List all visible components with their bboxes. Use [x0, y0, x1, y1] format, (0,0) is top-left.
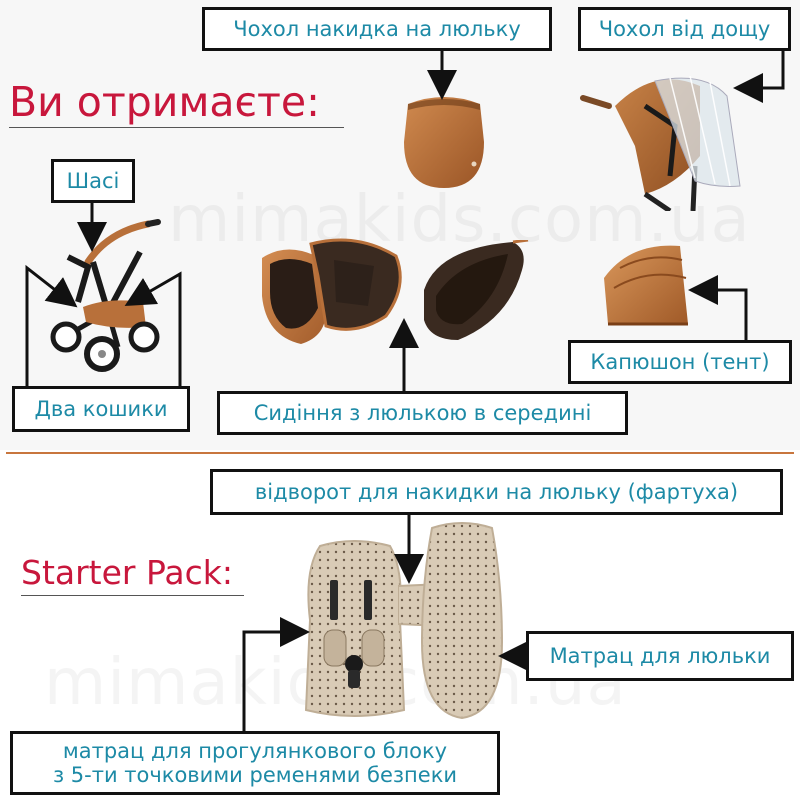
bottom-heading-underline: [21, 595, 244, 596]
label-chassis: Шасі: [51, 159, 135, 203]
label-stroller-mattress-line1: матрац для прогулянкового блоку: [62, 738, 448, 763]
top-heading-underline: [9, 127, 344, 128]
label-two-baskets: Два кошики: [12, 386, 190, 432]
label-stroller-mattress: матрац для прогулянкового блоку з 5-ти т…: [10, 731, 500, 795]
hood-icon: [604, 245, 688, 326]
stroller-chassis-icon: [50, 219, 161, 372]
watermark-top: mimakids.com.ua: [168, 183, 751, 257]
stroller-mattress-icon: [304, 540, 406, 717]
section-divider: [6, 452, 794, 454]
label-carrycot-cover: Чохол накидка на люльку: [202, 7, 552, 51]
label-apron-flap: відворот для накидки на люльку (фартуха): [210, 469, 783, 515]
label-carrycot-mattress: Матрац для люльки: [526, 631, 794, 681]
carrycot-cover-icon: [404, 97, 484, 188]
seat-carrycot-open-icon: [262, 238, 402, 344]
carrycot-mattress-icon: [420, 522, 504, 720]
rain-cover-icon: [580, 75, 741, 211]
label-stroller-mattress-line2: з 5-ти точковими ременями безпеки: [52, 763, 458, 787]
bottom-section-heading: Starter Pack:: [21, 553, 233, 592]
seat-unit-icon: [424, 240, 529, 340]
label-seat-with-carrycot: Сидіння з люлькою в середині: [217, 391, 628, 435]
label-hood: Капюшон (тент): [568, 340, 792, 384]
top-section-heading: Ви отримаєте:: [9, 78, 320, 126]
label-rain-cover: Чохол від дощу: [578, 7, 791, 51]
